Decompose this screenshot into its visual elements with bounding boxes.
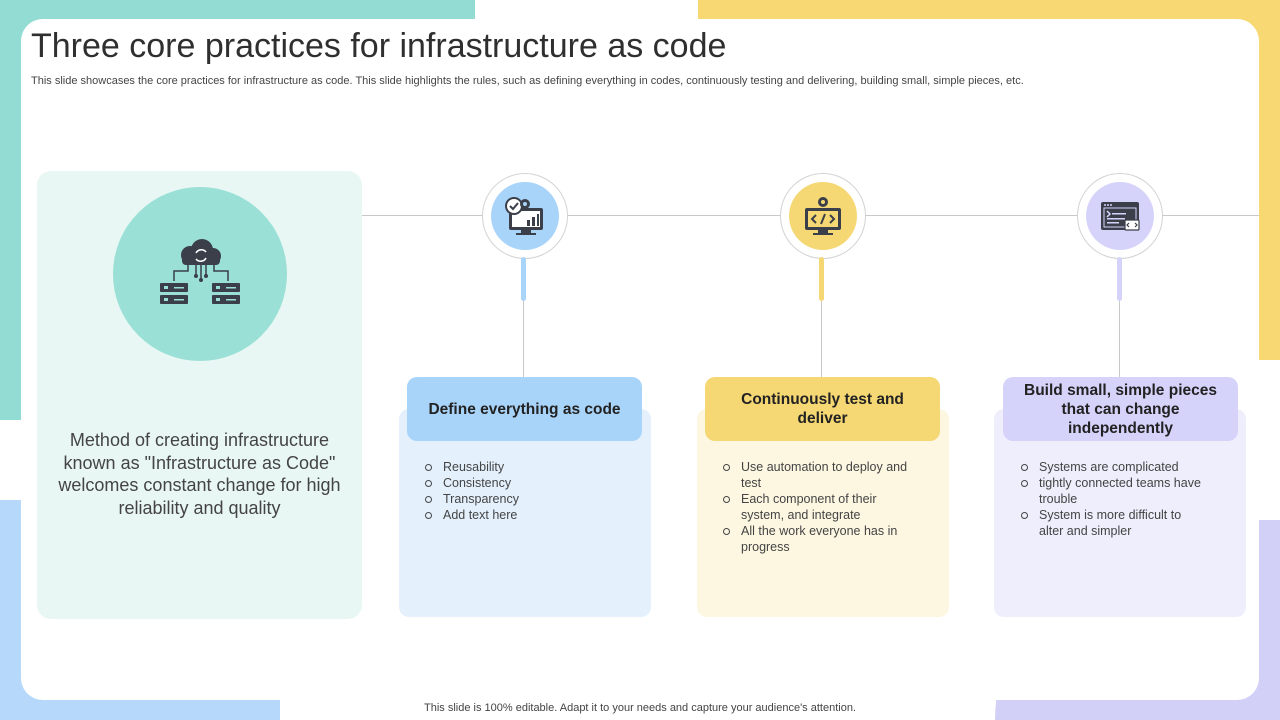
practice-2-card [697, 409, 949, 617]
practice-1-node [482, 173, 568, 259]
practice-1-bullets: Reusability Consistency Transparency Add… [425, 459, 645, 523]
list-item: Add text here [425, 507, 645, 523]
list-item: Use automation to deploy and test [723, 459, 913, 491]
practice-1-title: Define everything as code [407, 377, 642, 441]
list-item: tightly connected teams have trouble [1021, 475, 1206, 507]
slide-subtitle: This slide showcases the core practices … [31, 75, 1024, 87]
practice-2-bullets: Use automation to deploy and test Each c… [723, 459, 913, 555]
left-summary-text: Method of creating infrastructure known … [58, 430, 341, 518]
practice-1-stem [521, 257, 526, 301]
cloud-network-servers-icon [160, 239, 240, 304]
list-item: Systems are complicated [1021, 459, 1206, 475]
practice-3-bullets: Systems are complicated tightly connecte… [1021, 459, 1206, 539]
practice-3-connector [1119, 301, 1120, 377]
practice-1-connector [523, 301, 524, 377]
slide-title: Three core practices for infrastructure … [31, 27, 727, 65]
list-item: Each component of their system, and inte… [723, 491, 913, 523]
slide-footer-note: This slide is 100% editable. Adapt it to… [424, 702, 856, 714]
list-item: Consistency [425, 475, 645, 491]
practice-3-card [994, 409, 1246, 617]
practice-2-stem [819, 257, 824, 301]
practice-3-title: Build small, simple pieces that can chan… [1003, 377, 1238, 441]
list-item: All the work everyone has in progress [723, 523, 913, 555]
practice-2-title: Continuously test and deliver [705, 377, 940, 441]
practice-3-icon-circle [1086, 182, 1154, 250]
left-summary-panel: Method of creating infrastructure known … [37, 171, 362, 619]
practice-2-connector [821, 301, 822, 377]
practice-3-node [1077, 173, 1163, 259]
left-icon-circle [113, 187, 287, 361]
monitor-gear-chart-icon [505, 197, 543, 235]
practice-1-card [399, 409, 651, 617]
list-item: Transparency [425, 491, 645, 507]
practice-2-icon-circle [789, 182, 857, 250]
list-item: Reusability [425, 459, 645, 475]
practice-2-node [780, 173, 866, 259]
code-monitor-gear-icon [805, 197, 841, 235]
code-window-icon [1101, 202, 1140, 231]
slide-canvas: Three core practices for infrastructure … [21, 19, 1259, 700]
practice-1-icon-circle [491, 182, 559, 250]
practice-3-stem [1117, 257, 1122, 301]
list-item: System is more difficult to alter and si… [1021, 507, 1206, 539]
